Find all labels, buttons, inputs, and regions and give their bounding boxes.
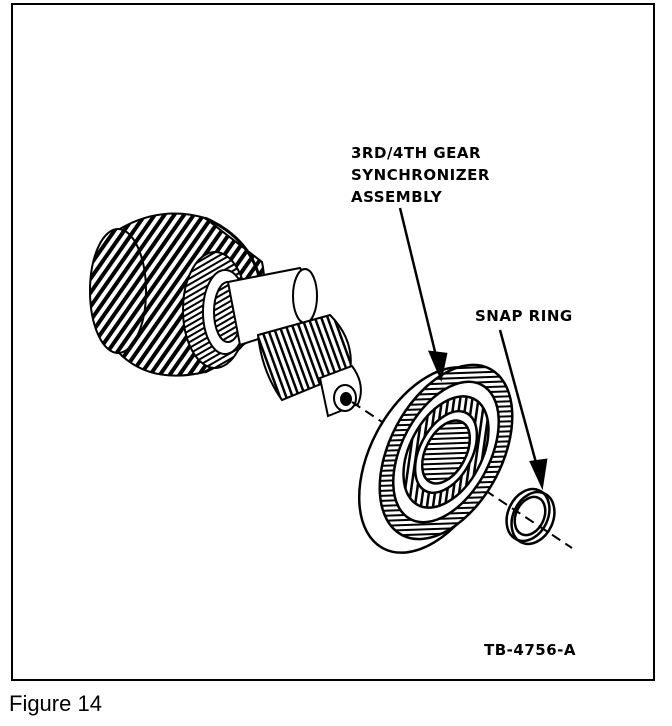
snap-ring-leader xyxy=(498,329,540,471)
leader-arrows xyxy=(398,207,548,491)
synchronizer-label-line-1: 3RD/4TH GEAR xyxy=(351,144,482,162)
part-code-label: TB-4756-A xyxy=(484,641,576,659)
snap-ring xyxy=(505,487,556,546)
figure-caption: Figure 14 xyxy=(9,691,102,716)
snap-ring-label: SNAP RING xyxy=(475,307,573,325)
synchronizer-label-line-3: ASSEMBLY xyxy=(351,188,443,206)
synchronizer-leader xyxy=(398,207,439,361)
synchronizer-arrowhead xyxy=(428,350,448,383)
figure-frame xyxy=(11,3,655,681)
synchronizer-assembly xyxy=(357,363,514,554)
snap-ring-arrowhead xyxy=(529,458,548,491)
mainshaft-gear xyxy=(88,212,362,418)
synchronizer-label-line-2: SYNCHRONIZER xyxy=(351,166,490,184)
